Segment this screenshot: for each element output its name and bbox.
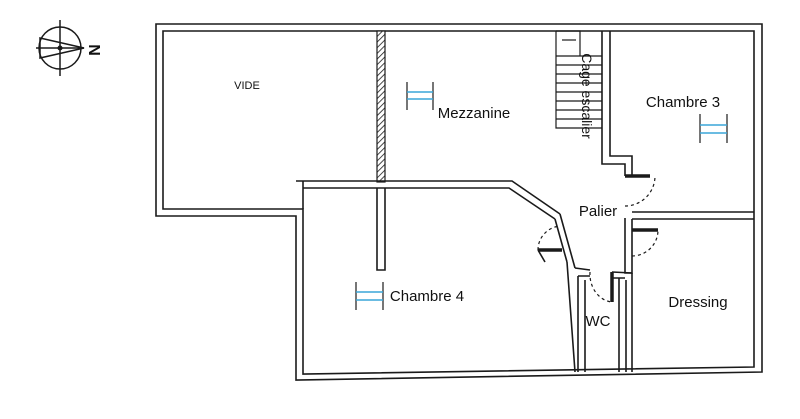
- door-chambre3: [624, 174, 656, 207]
- door-wc: [589, 271, 614, 303]
- wall-chambre4-stub: [376, 188, 386, 271]
- room-label-dressing: Dressing: [668, 294, 727, 311]
- wall-wc-left: [577, 276, 586, 372]
- window-icon: [355, 282, 384, 310]
- door-dressing: [631, 228, 659, 257]
- window-icon: [699, 114, 728, 143]
- room-label-palier: Palier: [579, 203, 617, 220]
- wall-wc-top: [574, 267, 633, 279]
- room-label-mezzanine: Mezzanine: [438, 105, 511, 122]
- outer-wall-inner-outline: [162, 30, 755, 375]
- wall-chambre3-left: [601, 31, 633, 176]
- hatched-partition: [376, 30, 386, 183]
- door-chambre4: [537, 225, 562, 252]
- wall-palier-right: [624, 218, 633, 274]
- wall-chambre3-bottom: [632, 211, 754, 220]
- room-label-chambre3: Chambre 3: [646, 94, 720, 111]
- wall-palier-left: [554, 213, 576, 269]
- compass-icon: [36, 20, 85, 76]
- room-label-chambre4: Chambre 4: [390, 288, 464, 305]
- window-icon: [406, 82, 434, 110]
- room-label-wc: WC: [586, 313, 611, 330]
- room-label-vide: VIDE: [234, 80, 260, 92]
- outer-wall-outline: [155, 23, 763, 381]
- wall-palier-left-lower: [537, 249, 576, 373]
- staircase: [555, 30, 602, 129]
- compass-north-label: N: [85, 44, 102, 56]
- room-label-cage-escalier: Cage escalier: [579, 53, 595, 139]
- wall-wc-right: [618, 278, 627, 372]
- wall-mezzanine-bottom: [296, 180, 561, 220]
